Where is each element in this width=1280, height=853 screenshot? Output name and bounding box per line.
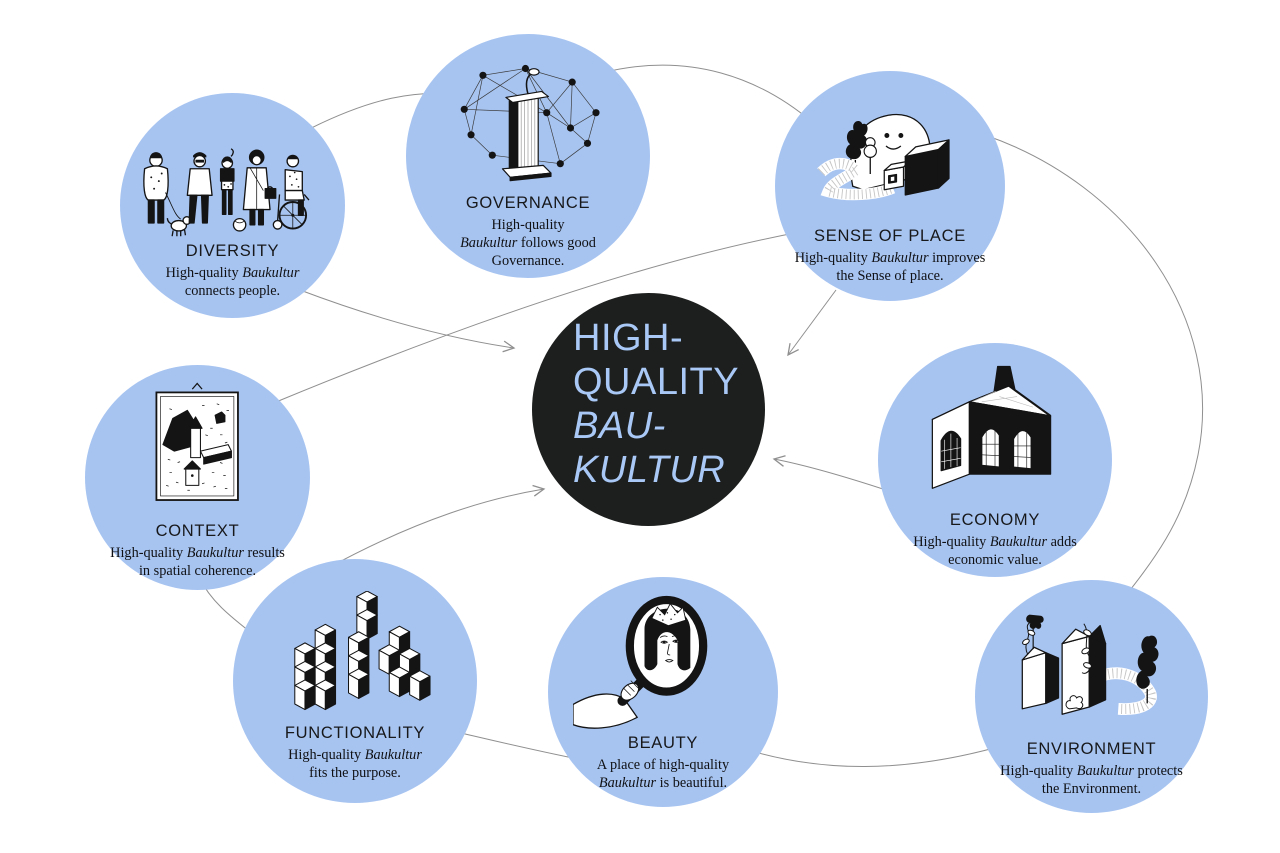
link-senseofplace-environment — [984, 134, 1203, 616]
podium-network-icon — [460, 64, 600, 182]
arrow-senseofplace-center — [787, 289, 837, 357]
node-title: BEAUTY — [627, 734, 699, 752]
sense-of-place-circle: SENSE OF PLACE High-quality Baukultur im… — [775, 71, 1005, 301]
environment-circle: ENVIRONMENT High-quality Baukultur prote… — [975, 580, 1208, 813]
center-line-3: BAU- — [573, 405, 666, 448]
center-line-4: KULTUR — [573, 449, 726, 492]
link-environment-beauty — [754, 744, 1006, 767]
link-context-senseofplace — [275, 231, 801, 403]
cube-stacks-icon — [294, 591, 431, 711]
green-buildings-icon — [1021, 614, 1159, 715]
node-title: GOVERNANCE — [465, 194, 591, 212]
link-governance-senseofplace — [605, 64, 813, 123]
framed-village-icon — [155, 382, 239, 501]
node-title: DIVERSITY — [185, 242, 280, 260]
center-circle: HIGH- QUALITY BAU- KULTUR — [532, 293, 765, 526]
center-line-2: QUALITY — [573, 361, 740, 404]
factory-icon — [931, 365, 1052, 489]
arrow-economy-center — [772, 455, 896, 494]
arrow-functionality-center — [327, 484, 546, 569]
node-title: ECONOMY — [949, 511, 1041, 529]
node-title: CONTEXT — [155, 522, 240, 540]
center-line-1: HIGH- — [573, 317, 684, 359]
hand-mirror-icon — [573, 595, 708, 729]
node-title: ENVIRONMENT — [1026, 740, 1157, 758]
people-group-icon — [143, 148, 310, 237]
arrow-diversity-center — [299, 289, 516, 353]
node-title: SENSE OF PLACE — [814, 227, 966, 245]
center-title: HIGH- QUALITY BAU- KULTUR — [573, 316, 739, 492]
ghost-landscape-icon — [817, 113, 950, 201]
node-title: FUNCTIONALITY — [284, 724, 426, 742]
